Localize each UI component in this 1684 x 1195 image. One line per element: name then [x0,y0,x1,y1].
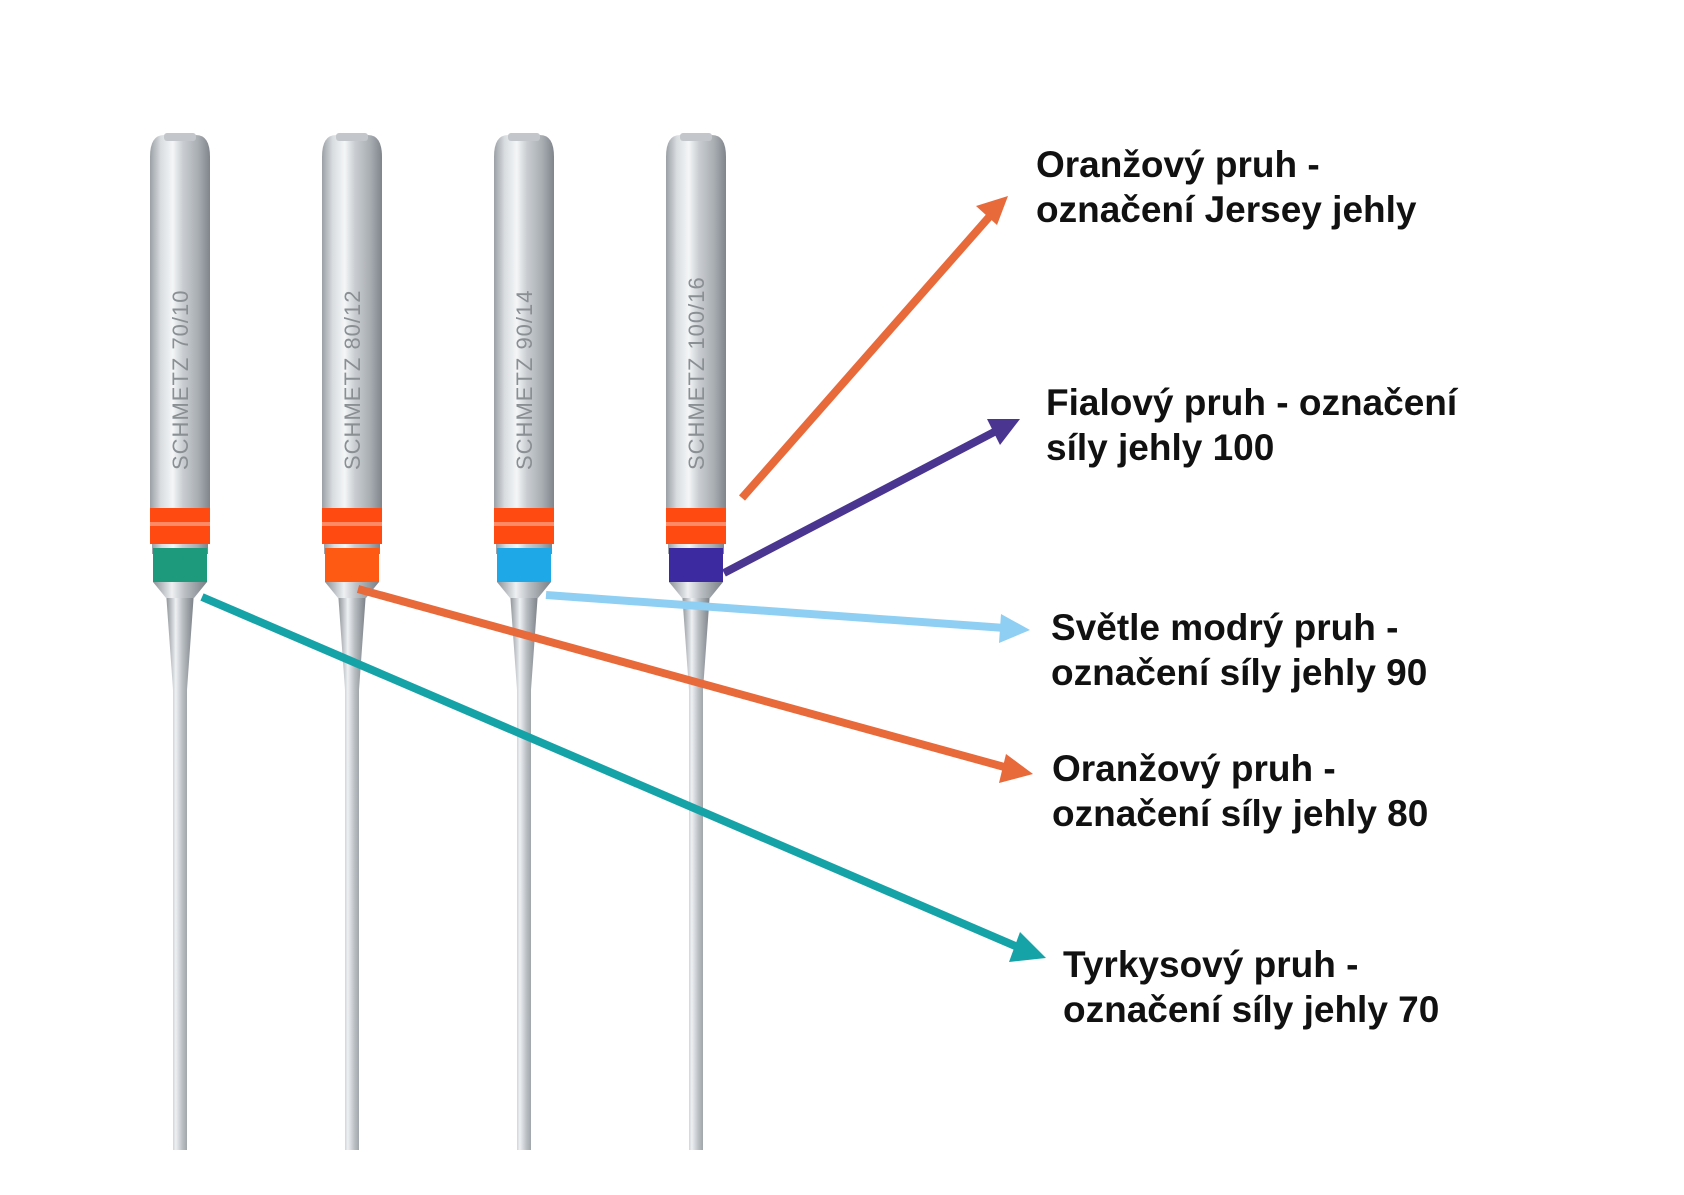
callout-size-90-line2: označení síly jehly 90 [1051,652,1428,693]
needle-engraving: SCHMETZ 70/10 [168,290,193,471]
needle-cap [164,133,196,141]
callout-jersey-line2: označení Jersey jehly [1036,189,1417,230]
needle-taper [153,582,207,598]
callout-size-90-line1: Světle modrý pruh - [1051,607,1399,648]
callout-jersey: Oranžový pruh - označení Jersey jehly [1036,142,1416,232]
band-highlight [494,522,554,526]
needle-body [494,135,554,508]
jersey-band [150,508,210,544]
arrowhead-size-80 [999,754,1033,783]
jersey-band [666,508,726,544]
callout-size-80-line2: označení síly jehly 80 [1052,793,1429,834]
callout-size-80: Oranžový pruh - označení síly jehly 80 [1052,746,1428,836]
callout-size-100-line1: Fialový pruh - označení [1046,382,1458,423]
arrow-size-80 [356,585,1010,772]
jersey-band [494,508,554,544]
needle-shaft [682,592,710,1150]
arrowhead-size-90 [999,614,1030,643]
callout-size-100: Fialový pruh - označení síly jehly 100 [1046,380,1457,470]
size-band-orange [325,548,379,582]
needle-engraving: SCHMETZ 90/14 [512,290,537,471]
callout-jersey-line1: Oranžový pruh - [1036,144,1320,185]
size-band-violet [669,548,723,582]
needle-taper [497,582,551,598]
needle-shaft [166,592,194,1150]
needle-engraving: SCHMETZ 100/16 [684,276,709,470]
arrowhead-size-70 [1009,932,1046,962]
band-highlight [150,522,210,526]
arrowhead-size-100 [987,419,1020,445]
callout-size-70-line2: označení síly jehly 70 [1063,989,1440,1030]
callout-size-70-line1: Tyrkysový pruh - [1063,944,1359,985]
needle-cap [508,133,540,141]
callout-size-90: Světle modrý pruh - označení síly jehly … [1051,605,1427,695]
callout-size-80-line1: Oranžový pruh - [1052,748,1336,789]
needle-cap [680,133,712,141]
needle-body [322,135,382,508]
arrow-size-70 [200,593,1022,952]
arrow-size-90 [545,591,1006,632]
needle-cap [336,133,368,141]
needle-shaft [338,592,366,1150]
needle-engraving: SCHMETZ 80/12 [340,290,365,471]
needle-shaft [510,592,538,1150]
band-highlight [322,522,382,526]
needle-2: SCHMETZ 80/12 [322,133,382,1150]
callout-size-100-line2: síly jehly 100 [1046,427,1275,468]
needle-body [150,135,210,508]
needle-4: SCHMETZ 100/16 [666,133,726,1150]
jersey-band [322,508,382,544]
needle-1: SCHMETZ 70/10 [150,133,210,1150]
needle-body [666,135,726,508]
needle-taper [669,582,723,598]
callout-size-70: Tyrkysový pruh - označení síly jehly 70 [1063,942,1439,1032]
size-band-light-blue [497,548,551,582]
arrow-jersey [738,213,994,501]
arrow-size-100 [722,426,1000,577]
size-band-turquoise [153,548,207,582]
band-highlight [666,522,726,526]
arrowhead-jersey [976,196,1008,225]
